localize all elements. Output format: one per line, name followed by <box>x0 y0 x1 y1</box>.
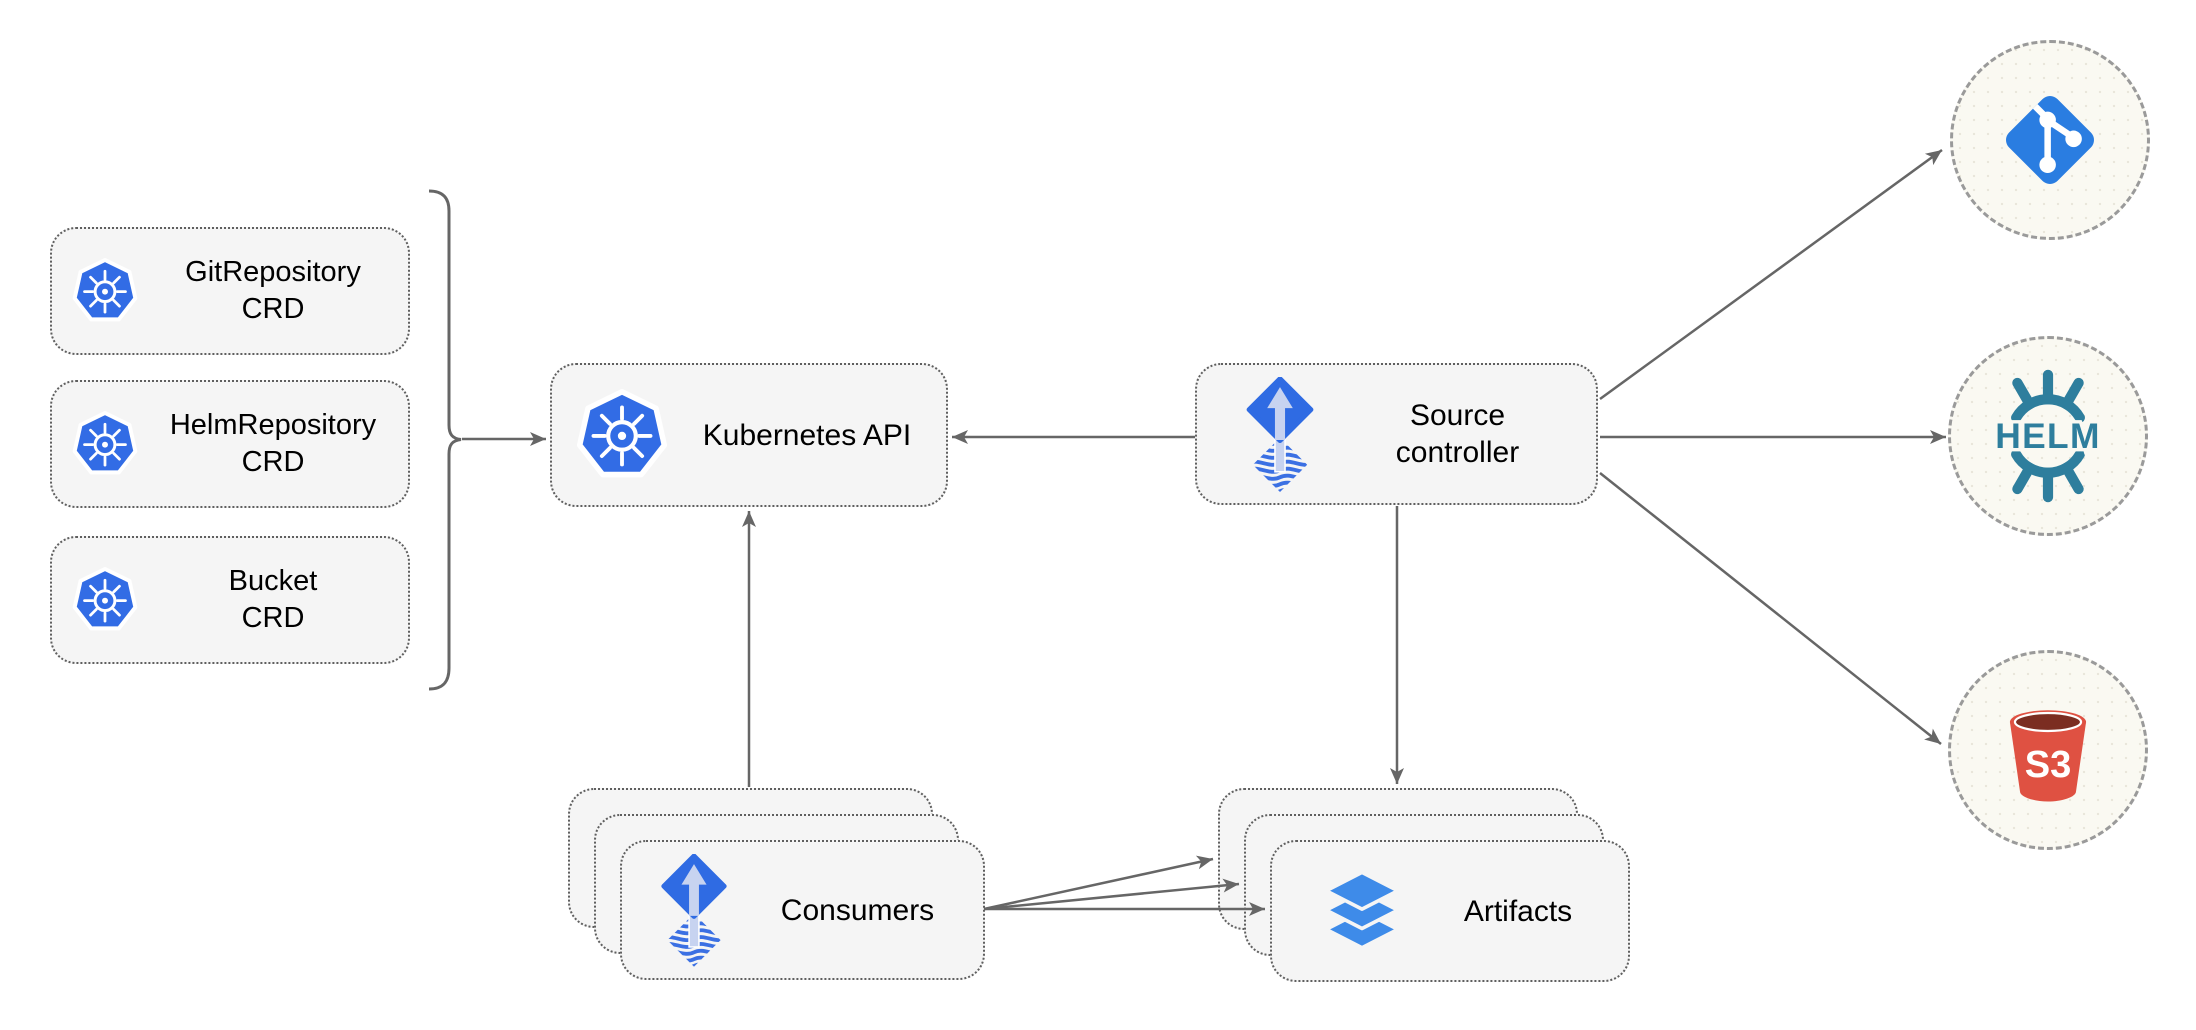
node-gitrepository-crd: GitRepository CRD <box>50 227 410 355</box>
node-label: Source controller <box>1319 397 1596 471</box>
node-label: HelmRepository CRD <box>138 407 408 481</box>
layers-icon <box>1324 870 1400 950</box>
node-label-line1: Bucket <box>228 565 318 597</box>
node-kubernetes-api: Kubernetes API <box>550 363 948 507</box>
node-label-line2: controller <box>1395 436 1520 469</box>
helm-icon: HELM <box>1992 369 2103 503</box>
kubernetes-icon <box>72 567 138 631</box>
node-label-line2: CRD <box>241 602 305 634</box>
node-label-text: Consumers <box>780 893 935 927</box>
node-label: GitRepository CRD <box>138 254 408 328</box>
node-label-text: Artifacts <box>1463 894 1573 928</box>
node-consumers: Consumers <box>620 840 985 980</box>
node-label-text: Kubernetes API <box>702 418 912 452</box>
node-label: Bucket CRD <box>138 563 408 637</box>
node-artifacts: Artifacts <box>1270 840 1630 982</box>
kubernetes-icon <box>576 389 668 481</box>
node-label-line2: CRD <box>241 293 305 325</box>
node-label-line1: GitRepository <box>185 256 361 288</box>
external-helm: HELM <box>1948 336 2148 536</box>
node-label-line1: Source <box>1409 399 1506 432</box>
helm-logo-text: HELM <box>1995 417 2101 456</box>
node-bucket-crd: Bucket CRD <box>50 536 410 664</box>
flux-icon <box>1241 377 1319 492</box>
node-label: Artifacts <box>1408 893 1628 930</box>
external-s3: S3 <box>1948 650 2148 850</box>
flux-icon <box>656 854 732 967</box>
node-source-controller: Source controller <box>1195 363 1598 505</box>
node-label-line1: HelmRepository <box>169 409 377 441</box>
node-label: Consumers <box>732 892 983 929</box>
git-icon <box>2006 91 2094 184</box>
node-label: Kubernetes API <box>668 417 946 454</box>
kubernetes-icon <box>72 258 138 322</box>
external-git <box>1950 40 2150 240</box>
s3-logo-text: S3 <box>2025 744 2072 786</box>
node-helmrepository-crd: HelmRepository CRD <box>50 380 410 508</box>
s3-bucket-icon: S3 <box>2009 710 2087 802</box>
node-label-line2: CRD <box>241 446 305 478</box>
kubernetes-icon <box>72 411 138 475</box>
